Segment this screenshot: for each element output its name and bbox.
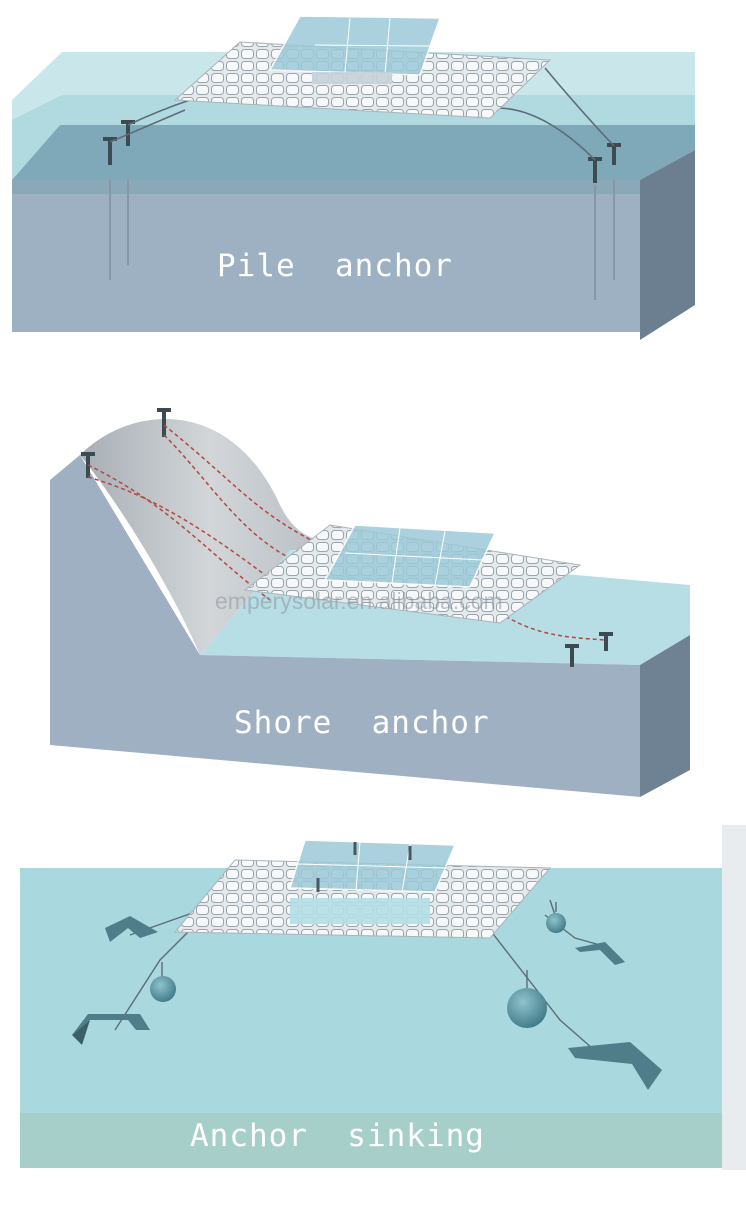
ground-front xyxy=(12,180,640,332)
sinker-block-icon xyxy=(72,916,662,1090)
mooring-ropes xyxy=(109,67,615,161)
pile-anchor-label: Pile anchor xyxy=(217,248,453,284)
seabed xyxy=(20,1113,722,1168)
buoy-icon xyxy=(546,913,566,933)
anchor-sinking-diagram: Anchor sinking xyxy=(0,820,746,1208)
solar-panel-icon xyxy=(323,524,497,588)
platform-opening xyxy=(290,898,430,924)
frame-shadow xyxy=(722,825,746,1170)
anchor-sinking-illustration xyxy=(20,825,746,1170)
water-front-band xyxy=(12,180,640,194)
shore-anchor-illustration xyxy=(50,408,690,797)
pile-shafts xyxy=(109,180,615,300)
shore-anchor-label: Shore anchor xyxy=(234,705,490,741)
pile-icon xyxy=(81,408,613,667)
watermark: emperysolar.en.alibaba.com xyxy=(215,588,503,614)
solar-panel-icon xyxy=(288,839,457,893)
ground-front xyxy=(50,455,640,797)
anchor-sinking-label: Anchor sinking xyxy=(190,1118,485,1154)
pile-anchor-diagram: Pile anchor xyxy=(0,0,746,360)
ground-side xyxy=(640,150,695,340)
shore-slope xyxy=(80,419,340,655)
ground-side xyxy=(640,635,690,797)
ground-top xyxy=(12,125,695,180)
shore-anchor-diagram: emperysolar.en.alibaba.com Shore anchor xyxy=(0,385,746,815)
buoy-icon xyxy=(507,988,547,1028)
water-surface xyxy=(12,95,695,180)
pile-anchor-illustration xyxy=(12,15,695,340)
buoy-icon xyxy=(150,976,176,1002)
solar-panel-icon xyxy=(268,15,442,84)
